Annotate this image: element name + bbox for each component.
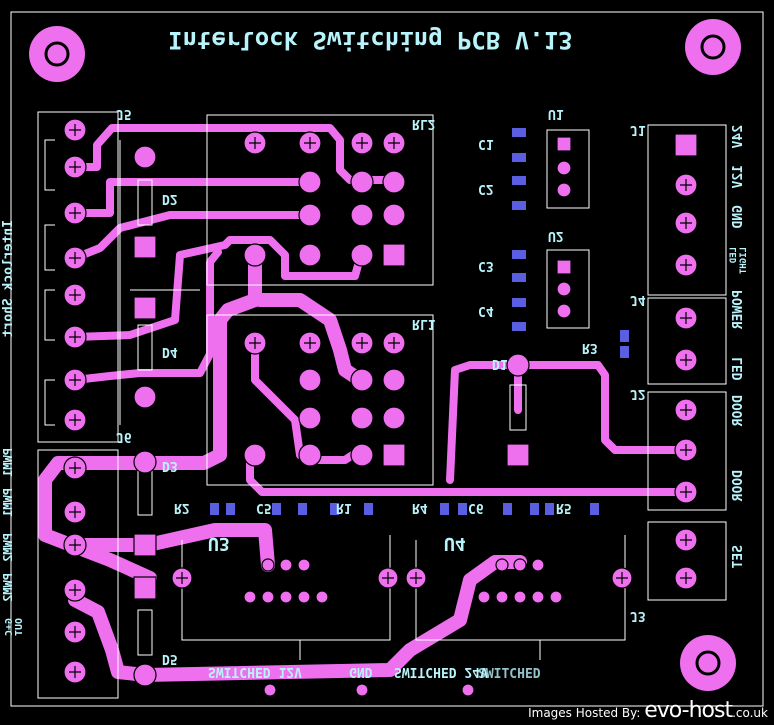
label-rl1: RL1 [412, 316, 436, 331]
label-r5: R5 [556, 500, 572, 515]
label-24v: 24V [731, 125, 746, 149]
label-door2: DOOR [731, 470, 746, 501]
label-gc: G+C [4, 618, 15, 636]
label-d2: D2 [162, 191, 178, 206]
board-title: Interlock Switching PCB V.13 [168, 26, 573, 54]
label-d3: D3 [162, 458, 178, 473]
label-c3: C3 [478, 258, 494, 273]
j1-outline [647, 124, 727, 296]
label-switched-12v: SWITCHED 12V [208, 664, 302, 679]
bottom-pads [263, 683, 475, 697]
label-c4: C4 [478, 303, 494, 318]
u3-pads [243, 558, 329, 604]
credit-prefix: Images Hosted By: [528, 706, 641, 720]
label-u1: U1 [548, 106, 564, 121]
j2-outline [647, 391, 727, 511]
mounting-hole [680, 635, 736, 691]
label-d1: D1 [492, 356, 508, 371]
label-j3: J3 [630, 608, 646, 623]
label-bottom-gnd: GND [349, 664, 373, 679]
label-u4: U4 [444, 533, 466, 554]
label-d5: D5 [162, 651, 178, 666]
label-j1: J1 [630, 122, 646, 137]
label-rl2: RL2 [412, 116, 435, 131]
label-r4: R4 [412, 500, 428, 515]
label-r3: R3 [582, 340, 598, 355]
label-c1: C1 [478, 136, 494, 151]
credit-brand[interactable]: evo-host [644, 698, 733, 723]
j3-outline [647, 521, 727, 601]
label-j6: J6 [116, 429, 132, 444]
rl2-outline [206, 114, 434, 286]
label-gnd: GND [731, 205, 746, 229]
rl2-pads [243, 131, 406, 267]
smd-pads [210, 128, 629, 515]
label-j4: J4 [630, 292, 646, 307]
label-light: LIGHT [739, 247, 749, 275]
label-pwm2b: PWM2 [1, 573, 15, 602]
j5-pads [63, 118, 87, 432]
label-pwm1a: PWM1 [1, 448, 15, 477]
u4-pads [477, 558, 563, 604]
label-power: POWER [731, 290, 746, 329]
u1-outline [546, 129, 590, 209]
label-12v: 12V [731, 165, 746, 189]
label-out: OUT [14, 618, 25, 636]
label-led2: LED [731, 357, 746, 381]
silkscreen-text: Interlock Switching PCB V.13 J5 J6 RL2 R… [1, 26, 749, 682]
label-switched-rear: SWITCHED [478, 667, 541, 682]
label-j2: J2 [630, 386, 646, 401]
label-c2: C2 [478, 181, 494, 196]
label-u2: U2 [548, 228, 564, 243]
label-pwm2a: PWM2 [1, 533, 15, 562]
j4-outline [647, 297, 727, 385]
rl1-outline [206, 314, 434, 486]
label-set: SET [731, 545, 746, 569]
label-u3: U3 [208, 533, 230, 554]
j5-outline [37, 111, 119, 443]
label-r1: R1 [336, 500, 352, 515]
label-c5: C5 [256, 500, 272, 515]
mounting-hole [29, 26, 85, 82]
regulator-pads [556, 136, 572, 319]
credit-tld: .co.uk [732, 706, 768, 720]
label-d4: D4 [162, 344, 178, 359]
label-switched-24v: SWITCHED 24V [394, 664, 488, 679]
label-j5: J5 [116, 106, 132, 121]
image-host-credit: Images Hosted By: evo-host.co.uk [528, 698, 768, 723]
j6-outline [37, 449, 119, 699]
label-c6: C6 [468, 500, 484, 515]
label-interlock-short: Interlock Short [1, 220, 16, 337]
label-door: DOOR [731, 395, 746, 426]
diode-pads [133, 145, 530, 687]
mounting-hole [685, 19, 741, 75]
silkscreen-outlines [37, 111, 727, 699]
label-pwm1b: PWM1 [1, 488, 15, 517]
drill-marks [69, 124, 692, 678]
mounting-holes [29, 19, 741, 691]
board-outline [10, 11, 764, 707]
label-r2: R2 [174, 500, 190, 515]
u2-outline [546, 249, 590, 329]
label-led: LED [729, 247, 739, 264]
